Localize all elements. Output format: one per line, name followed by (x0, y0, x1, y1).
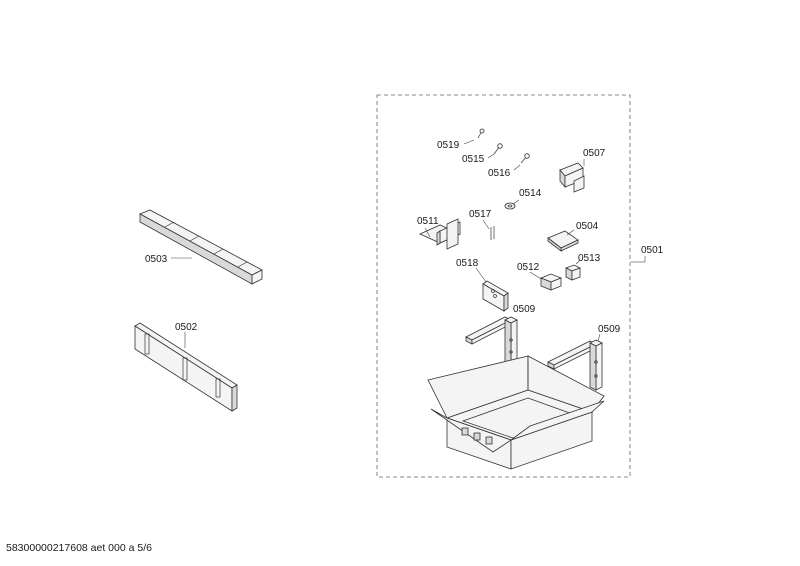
label-0509-right: 0509 (598, 324, 621, 335)
label-0512: 0512 (517, 262, 540, 273)
part-0518-bracket-plate (475, 267, 509, 312)
part-0515-screw (487, 143, 503, 159)
label-0501: 0501 (641, 245, 664, 256)
label-0502: 0502 (175, 322, 198, 333)
part-0517-pin (482, 219, 495, 240)
part-0513-hinge-bracket (565, 259, 581, 281)
open-box (427, 355, 605, 470)
part-0514-washer (504, 199, 520, 210)
document-code: 58300000217608 aet 000 a 5/6 (6, 542, 152, 554)
part-0503-rail (139, 209, 263, 285)
label-0519: 0519 (437, 140, 460, 151)
part-0511-angle-bracket (419, 218, 461, 250)
part-0516-screw (513, 153, 530, 171)
label-0503: 0503 (145, 254, 168, 265)
kit-boundary (376, 94, 631, 478)
label-0517: 0517 (469, 209, 492, 220)
part-0509-l-bracket-right (547, 333, 603, 391)
part-0507-hinge (559, 159, 585, 193)
label-0518: 0518 (456, 258, 479, 269)
label-0507: 0507 (583, 148, 606, 159)
part-0512-block (529, 271, 563, 291)
part-0504-plate (547, 229, 579, 252)
label-0504: 0504 (576, 221, 599, 232)
label-0513: 0513 (578, 253, 601, 264)
part-0519-screw (463, 128, 485, 145)
label-0516: 0516 (488, 168, 511, 179)
label-0511: 0511 (417, 216, 439, 227)
part-0509-l-bracket-left (465, 316, 518, 367)
label-0509-left: 0509 (513, 304, 536, 315)
label-0515: 0515 (462, 154, 485, 165)
part-0502-plate (134, 322, 238, 412)
label-0514: 0514 (519, 188, 542, 199)
